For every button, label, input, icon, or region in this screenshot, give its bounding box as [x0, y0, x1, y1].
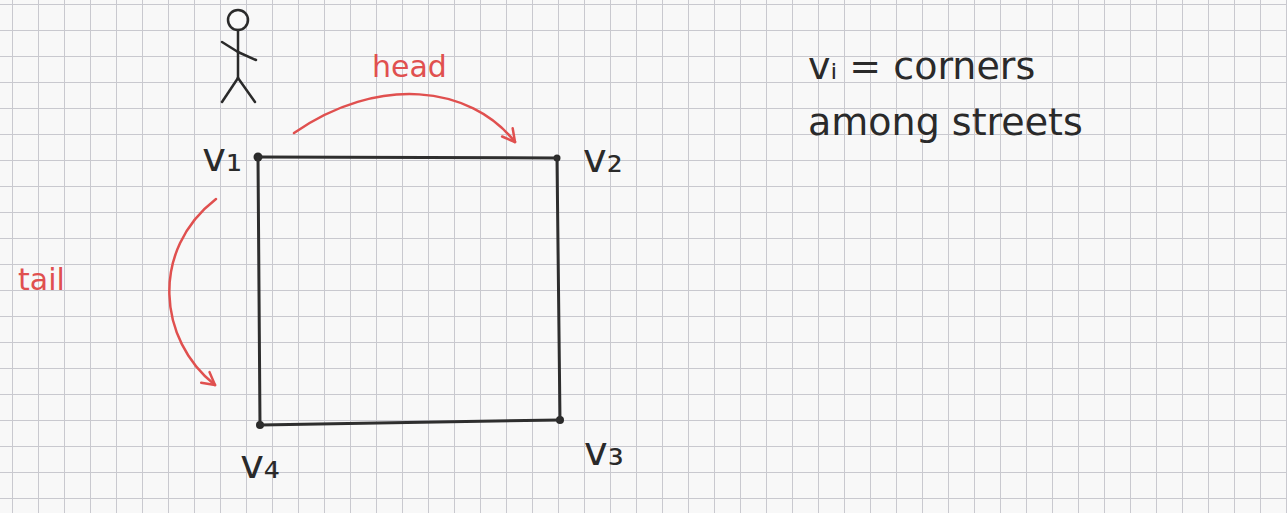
corner-dots: [254, 153, 565, 430]
street-segment: [258, 157, 260, 425]
stick-figure: [222, 10, 256, 102]
corner-label: v₁: [202, 134, 242, 180]
arrow-head: [201, 383, 215, 385]
arrow-curve: [169, 199, 216, 385]
street-line: [557, 158, 560, 420]
street-segment: [260, 420, 560, 425]
corner-label: v₃: [584, 428, 624, 474]
curved-arrow: [294, 94, 515, 142]
street-segment: [258, 157, 557, 158]
edge-label: tail: [18, 263, 65, 297]
corner-node: v₂: [557, 135, 623, 181]
edge-label: head: [372, 50, 447, 84]
corner-node: v₁: [202, 134, 258, 180]
curved-arrow: [169, 199, 216, 385]
arrow-head: [502, 137, 515, 142]
street-line: [260, 420, 560, 425]
street-segment: [557, 158, 560, 420]
note-text: vᵢ = corners among streets: [808, 38, 1158, 150]
arrow-curve: [294, 94, 515, 142]
corner-label: v₄: [240, 441, 280, 487]
corner-label: v₂: [583, 135, 623, 181]
corner-node: v₄: [240, 425, 280, 487]
street-line: [258, 157, 557, 158]
corner-node: v₃: [560, 420, 624, 474]
street-line: [258, 157, 260, 425]
